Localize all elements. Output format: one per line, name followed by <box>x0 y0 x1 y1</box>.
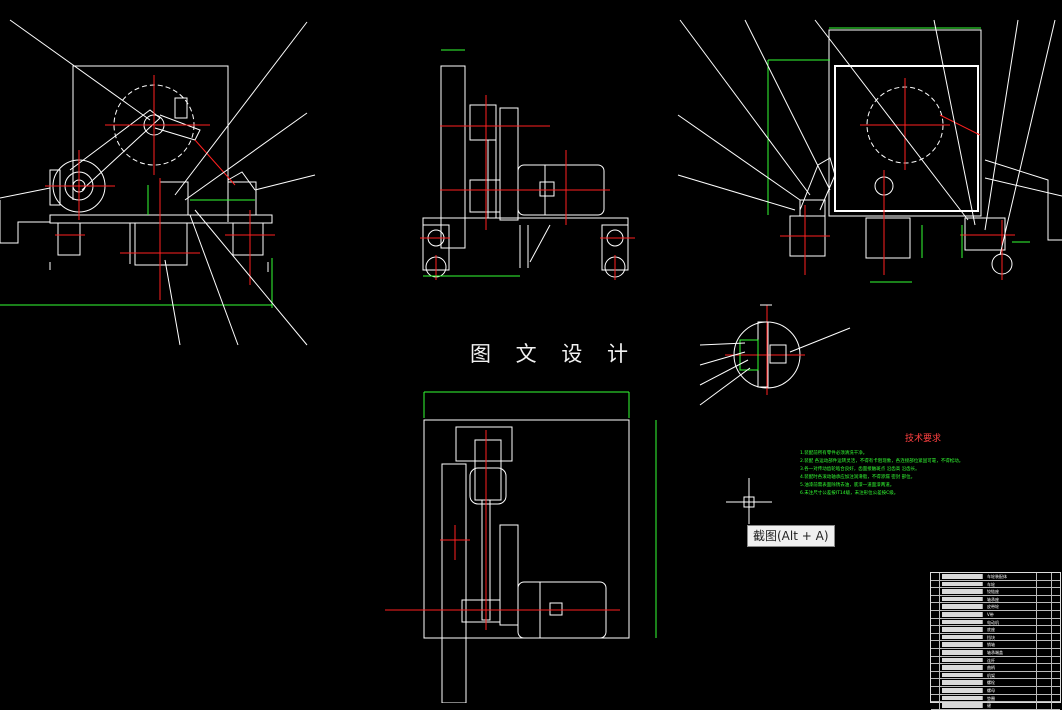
table-row: 车轮装配体 <box>931 573 1060 581</box>
tech-notes-list: 1.装配前所有零件必须清洗干净。 2.装配 各运动部件运转灵活，不得有卡阻现象，… <box>800 450 1050 498</box>
table-row: 键 <box>931 702 1060 710</box>
top-view-bottom <box>385 391 657 703</box>
table-row: 机架 <box>931 671 1060 680</box>
part-name: 挡块 <box>985 633 1037 641</box>
table-row: 销轴 <box>931 641 1060 649</box>
part-name: 车轮 <box>985 580 1037 588</box>
table-row: 铰链座 <box>931 588 1060 596</box>
table-row: 挡块 <box>931 633 1060 642</box>
table-row: 电动机 <box>931 618 1060 627</box>
part-name: 垫圈 <box>985 694 1037 702</box>
table-row: 轴承座 <box>931 595 1060 604</box>
part-name: 电动机 <box>985 618 1037 626</box>
tech-note-line: 2.装配 各运动部件运转灵活，不得有卡阻现象，各连接部位紧固可靠，不得松动。 <box>800 459 964 464</box>
part-name: 铰链座 <box>985 588 1037 595</box>
table-row: 曲柄 <box>931 664 1060 672</box>
part-name: 销轴 <box>985 641 1037 648</box>
part-name: 键 <box>985 702 1037 709</box>
table-row: 垫圈 <box>931 694 1060 703</box>
part-name: 螺母 <box>985 686 1037 694</box>
table-row: V带 <box>931 610 1060 619</box>
side-view-middle <box>420 49 635 280</box>
screenshot-tooltip: 截图(Alt + A) <box>747 525 835 547</box>
front-view-left <box>0 19 316 346</box>
table-row: 底座 <box>931 626 1060 634</box>
tech-note-line: 3.各一对传动齿轮啮合良好，齿面接触斑点 沿齿高 沿齿长。 <box>800 467 920 472</box>
tech-note-line: 1.装配前所有零件必须清洗干净。 <box>800 451 868 456</box>
part-name: 皮带轮 <box>985 603 1037 610</box>
table-row: 螺母 <box>931 686 1060 695</box>
tech-notes-title: 技术要求 <box>905 434 942 444</box>
tech-note-line: 5.油漆前需表面除锈去油，底漆一道面漆两道。 <box>800 483 895 488</box>
table-row: 连杆 <box>931 656 1060 665</box>
front-view-right <box>677 19 1062 283</box>
part-name: 螺栓 <box>985 679 1037 686</box>
tech-note-line: 6.未注尺寸公差按IT14级，未注形位公差按C级。 <box>800 491 899 496</box>
watermark-text: 图 文 设 计 <box>470 342 638 366</box>
part-name: 轴承端盖 <box>985 648 1037 656</box>
detail-view <box>699 304 851 406</box>
tech-note-line: 4.装配时各滚动轴承应加注润滑脂，不得渗漏 密封 部位。 <box>800 475 916 480</box>
part-name: 底座 <box>985 626 1037 633</box>
part-name: 机架 <box>985 671 1037 679</box>
part-name: 车轮装配体 <box>985 573 1037 580</box>
part-name: 轴承座 <box>985 595 1037 603</box>
part-name: 连杆 <box>985 656 1037 664</box>
part-name: V带 <box>985 610 1037 618</box>
table-row: 车轮 <box>931 580 1060 589</box>
table-row: 螺栓 <box>931 679 1060 687</box>
table-row: 皮带轮 <box>931 603 1060 611</box>
table-row: 轴承端盖 <box>931 648 1060 657</box>
part-name: 曲柄 <box>985 664 1037 671</box>
cursor-crosshair <box>726 478 772 524</box>
